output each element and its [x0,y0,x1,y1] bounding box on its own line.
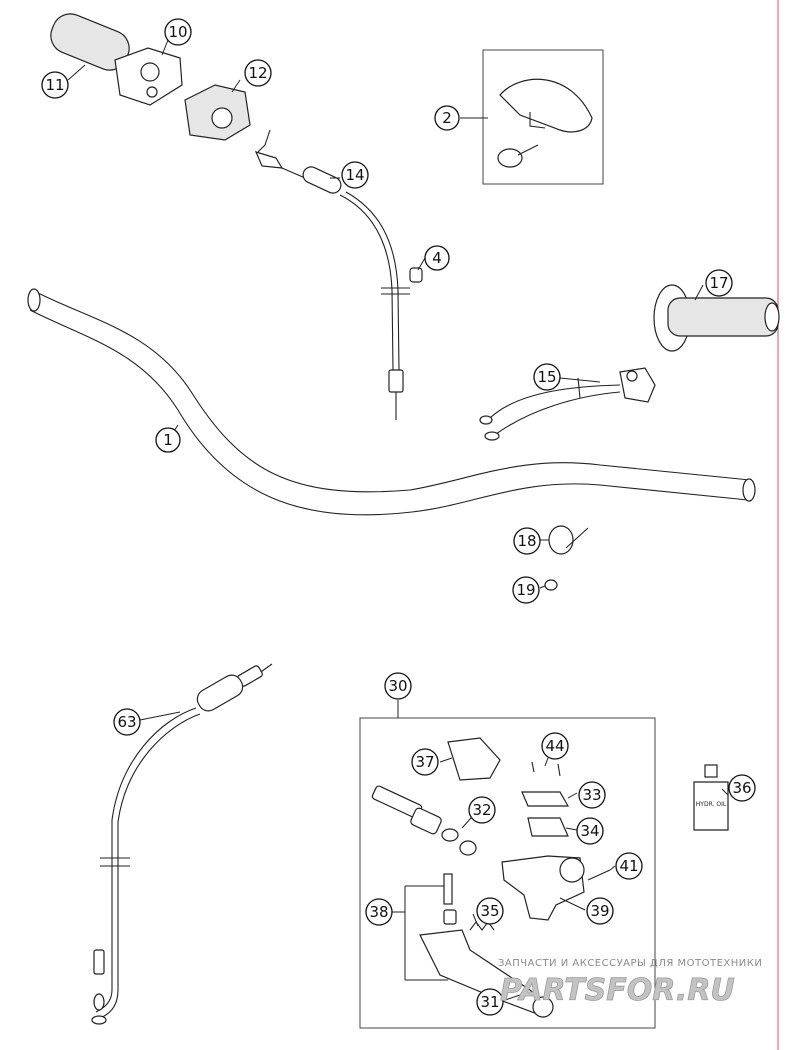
callout-32-label: 32 [472,801,491,819]
callout-36: 36 [728,774,756,802]
callout-35-label: 35 [480,902,499,920]
callout-2-label: 2 [442,109,452,127]
callout-36-label: 36 [732,779,751,797]
hydraulic-oil-bottle: HYDR. OIL [693,764,729,831]
hydraulic-hose [91,663,273,1025]
left-grip [653,284,780,352]
throttle-cable [254,129,410,420]
callout-15: 15 [533,363,561,391]
callout-63-label: 63 [117,713,136,731]
throttle-housing-cover [184,84,251,141]
callout-41: 41 [615,852,643,880]
callout-19: 19 [512,576,540,604]
watermark-logo: PARTSFOR.RU [500,973,735,1008]
callout-19-label: 19 [516,581,535,599]
callout-15-label: 15 [537,368,556,386]
callout-33-label: 33 [582,786,601,804]
callout-37: 37 [411,748,439,776]
callout-38: 38 [365,898,393,926]
callout-10: 10 [164,18,192,46]
callout-1: 1 [155,427,181,453]
part-2-box [482,49,604,185]
callout-31-label: 31 [480,993,499,1011]
callout-4: 4 [424,245,450,271]
callout-2: 2 [434,105,460,131]
callout-11-label: 11 [45,76,64,94]
watermark: ЗАПЧАСТИ И АКСЕССУАРЫ ДЛЯ МОТОТЕХНИКИ PA… [498,958,762,1008]
callout-32: 32 [468,796,496,824]
watermark-tagline: ЗАПЧАСТИ И АКСЕССУАРЫ ДЛЯ МОТОТЕХНИКИ [498,958,762,969]
nut [409,267,423,283]
callout-34: 34 [576,817,604,845]
callout-38-label: 38 [369,903,388,921]
handlebar [27,288,756,516]
callout-18-label: 18 [517,532,536,550]
callout-30: 30 [384,672,412,700]
callout-10-label: 10 [168,23,187,41]
callout-44: 44 [541,732,569,760]
cable-tie [548,525,589,555]
callout-34-label: 34 [580,822,599,840]
callout-17-label: 17 [709,274,728,292]
callout-33: 33 [578,781,606,809]
callout-18: 18 [513,527,541,555]
master-cylinder-box [359,700,656,1029]
callout-39: 39 [586,897,614,925]
callout-35: 35 [476,897,504,925]
callout-30-label: 30 [388,677,407,695]
throttle-grip [50,13,183,106]
callout-63: 63 [113,708,141,736]
kill-switch [479,367,656,441]
callout-12-label: 12 [248,64,267,82]
callout-39-label: 39 [590,902,609,920]
callout-11: 11 [41,71,69,99]
callout-44-label: 44 [545,737,564,755]
callout-4-label: 4 [432,249,442,267]
callout-37-label: 37 [415,753,434,771]
bottle-label: HYDR. OIL [696,801,727,808]
callout-14: 14 [341,161,369,189]
callout-12: 12 [244,59,272,87]
callout-14-label: 14 [345,166,364,184]
callout-31: 31 [476,988,504,1016]
callout-1-label: 1 [163,431,173,449]
callout-17: 17 [705,269,733,297]
small-nut [544,579,558,591]
callout-41-label: 41 [619,857,638,875]
